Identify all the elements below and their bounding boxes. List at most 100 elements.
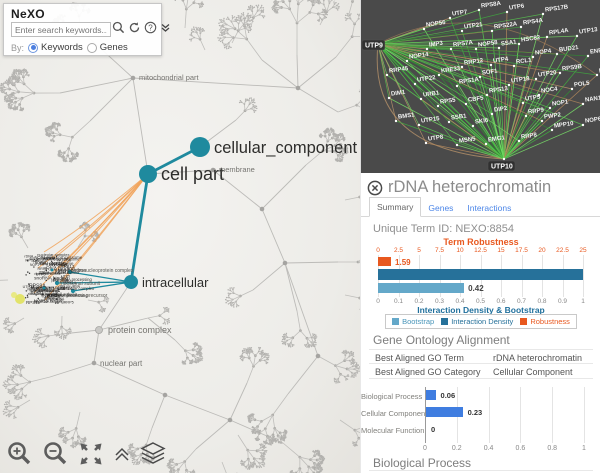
cluster-term-label[interactable]: RPS1A [45,295,61,301]
cluster-term-label[interactable]: processome [51,279,69,283]
cluster-term-label[interactable]: ribosomal subunit [28,292,58,296]
gene-node-SOF1[interactable]: SOF1 [478,68,499,79]
cluster-term-label[interactable]: processome [41,292,60,296]
gene-node-UTP20[interactable]: UTP20 [534,70,558,81]
cluster-term-label[interactable]: RRP5 [37,267,47,271]
cluster-term-label[interactable]: nucleolar complex [37,252,69,257]
cluster-term-label[interactable]: NOP58 [35,261,46,265]
cluster-term-label[interactable]: small subunit [52,292,77,297]
cluster-term-label[interactable]: pre-rRNA processing [53,277,92,282]
refresh-icon[interactable] [128,21,141,34]
gene-node-DIM1[interactable]: DIM1 [387,90,407,100]
gene-node-UTP21[interactable]: UTP21 [460,22,484,33]
cluster-term-label[interactable]: RPS6A [25,258,38,263]
cluster-term-label[interactable]: snoRNA binding [34,299,64,304]
term-label[interactable]: ribosomal subunit [61,281,101,287]
cluster-term-label[interactable]: RPS1A [64,281,77,285]
ontology-node-cellular-component[interactable] [190,137,210,157]
legend-item-robustness[interactable]: Robustness [520,317,570,326]
collapse-up-icon[interactable] [113,443,131,465]
gene-node-CBF5[interactable]: CBF5 [464,95,485,106]
gene-node-UTP15[interactable]: UTP15 [417,116,441,127]
gene-node-NOP4[interactable]: NOP4 [531,48,553,59]
cluster-term-label[interactable]: NSR1 [60,262,69,266]
radio-genes[interactable]: Genes [86,42,128,53]
gene-node-UTP13[interactable]: UTP13 [575,27,599,38]
gene-node-UTP6[interactable]: UTP6 [505,3,526,14]
search-input[interactable] [11,22,111,37]
gene-node-PWP2[interactable]: PWP2 [540,112,562,123]
term-label[interactable]: preribosome precursor [57,293,108,299]
legend-item-bootstrap[interactable]: Bootstrap [392,317,434,326]
cluster-term-label[interactable]: RPS8A [29,283,46,289]
gene-node-IMP3[interactable]: IMP3 [425,41,444,51]
gene-node-BUD21[interactable]: BUD21 [555,45,580,56]
fit-view-icon[interactable] [78,441,104,467]
cluster-term-label[interactable]: NOP14 [34,255,48,260]
cluster-term-label[interactable]: RPS11 [26,300,41,305]
gene-node-RPS17B[interactable]: RPS17B [541,4,569,16]
gene-node-MSN5[interactable]: MSN5 [455,136,477,147]
gene-node-RCL1[interactable]: RCL1 [512,57,533,68]
term-label[interactable]: ribonucleoprotein complex [75,268,134,274]
cluster-term-label[interactable]: ribosomal small subunit [32,286,65,290]
gene-node-UTP7[interactable]: UTP7 [448,9,469,20]
radio-keywords[interactable]: Keywords [28,42,83,53]
cluster-term-label[interactable]: RPS13 [39,288,54,294]
cluster-term-label[interactable]: NOP56 [57,258,71,263]
cluster-term-label[interactable]: NOP58 [43,256,58,261]
gene-node-SSB1[interactable]: SSB1 [447,113,468,124]
cluster-term-label[interactable]: 90S preribosome [29,257,54,261]
cluster-term-label[interactable]: ribosomal small subunit [41,271,79,275]
term-label[interactable]: mitochondrial part [139,73,200,82]
term-label[interactable]: nuclear part [100,359,143,368]
gene-node-RPS4A[interactable]: RPS4A [519,18,544,29]
gene-node-NOP56[interactable]: NOP56 [422,20,447,31]
gene-node-UTP5[interactable]: UTP5 [521,94,542,105]
cluster-term-label[interactable]: preribosome [58,258,79,262]
gene-node-NOP14[interactable]: NOP14 [405,52,430,63]
cluster-term-label[interactable]: rRNA binding [44,266,75,272]
cluster-term-label[interactable]: nucleolar complex [61,286,95,291]
gene-node-RPS7A[interactable]: RPS7A [449,40,474,51]
gene-node-BMS1[interactable]: BMS1 [394,112,416,123]
gene-node-RRP45[interactable]: RRP45 [385,66,409,77]
gene-node-HSC82[interactable]: HSC82 [517,35,541,46]
cluster-term-label[interactable]: 90S preribosome [29,288,60,293]
gene-node-NAN1[interactable]: NAN1 [581,95,600,106]
layers-icon[interactable] [140,441,166,467]
legend-item-interaction-density[interactable]: Interaction Density [441,317,513,326]
cluster-term-label[interactable]: 35S pre-rRNA [59,285,80,289]
gene-node-UTP9[interactable]: UTP9 [361,39,386,51]
gene-node-RRP8[interactable]: RRP8 [517,132,538,143]
gene-node-RPS22A[interactable]: RPS22A [490,21,518,33]
cluster-term-label[interactable]: ribosomal subunit [35,272,61,276]
cluster-term-label[interactable]: NSR1 [52,262,66,268]
ontology-node-label[interactable]: cell part [161,164,224,184]
cluster-term-label[interactable]: UTP22 [60,280,72,284]
gene-node-RPS5[interactable]: RPS5 [436,97,457,108]
gene-node-URB1[interactable]: URB1 [419,90,441,101]
cluster-term-label[interactable]: RPS8A [47,293,63,299]
gene-node-POL5[interactable]: POL5 [570,80,591,91]
cluster-term-label[interactable]: pre-rRNA processing [47,293,89,298]
cluster-term-label[interactable]: UTP22 [23,285,34,289]
cluster-term-label[interactable]: RPS22B [42,256,56,260]
cluster-term-label[interactable]: NOP1 [55,270,69,276]
ontology-node-label[interactable]: cellular_component [214,139,358,157]
gene-node-UTP10[interactable]: UTP10 [487,157,516,172]
cluster-term-label[interactable]: NOP56 [34,298,49,303]
gene-node-RPS9B[interactable]: RPS9B [558,64,583,75]
gene-node-RPS13[interactable]: RPS13 [485,86,509,97]
gene-node-NOC4[interactable]: NOC4 [537,86,559,97]
gene-node-SSA1[interactable]: SSA1 [497,39,518,50]
cluster-term-label[interactable]: rDNA [39,270,50,275]
cluster-term-label[interactable]: small subunit [43,287,65,291]
tab-genes[interactable]: Genes [428,203,454,213]
gene-node-NOP58[interactable]: NOP58 [474,40,499,51]
cluster-term-label[interactable]: RPS16 [40,262,53,267]
cluster-term-label[interactable]: 35S pre-rRNA [43,297,65,301]
radio-dot-genes[interactable] [86,42,97,53]
